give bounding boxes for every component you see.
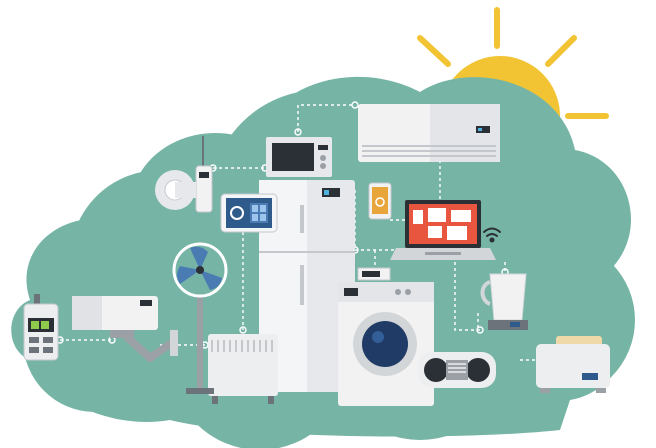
laptop-icon — [390, 200, 496, 260]
camera-icon — [72, 296, 178, 362]
washing-machine-icon — [338, 267, 434, 406]
heater-icon — [208, 334, 278, 404]
tablet-icon — [220, 193, 278, 233]
fan-icon — [172, 242, 228, 394]
toaster-icon — [536, 336, 610, 393]
radio-icon — [418, 352, 496, 388]
kettle-icon — [480, 273, 528, 330]
air-conditioner-icon — [358, 104, 500, 162]
microwave-icon — [266, 137, 332, 177]
smartphone-icon — [368, 182, 392, 220]
walkie-talkie-icon — [23, 294, 59, 361]
wifi-icon — [483, 227, 501, 243]
smoke-detector-icon — [155, 136, 213, 213]
